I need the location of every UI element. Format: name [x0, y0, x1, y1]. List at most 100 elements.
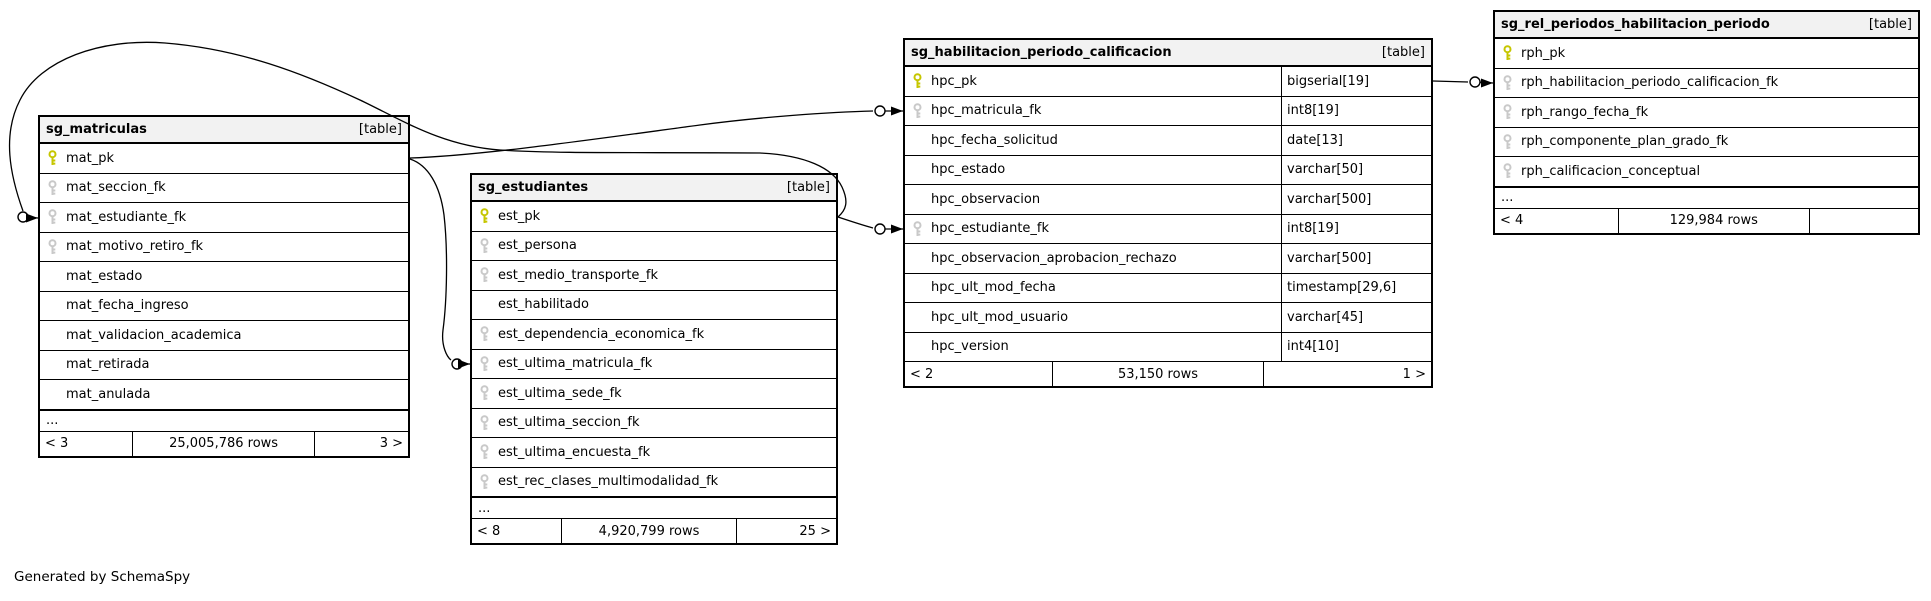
column-name: est_ultima_matricula_fk [498, 356, 653, 372]
column-name-cell: hpc_fecha_solicitud [905, 126, 1281, 155]
foreign-key-icon [913, 102, 922, 118]
hidden-columns-ellipsis: ... [472, 497, 836, 519]
column-name: hpc_estado [931, 162, 1006, 178]
foreign-key-icon [480, 326, 489, 342]
column-name: hpc_estudiante_fk [931, 221, 1050, 237]
column-name: rph_rango_fecha_fk [1521, 104, 1649, 120]
hidden-columns-ellipsis: ... [40, 409, 408, 432]
foreign-key-icon [48, 179, 57, 195]
footer-parent-degree: < 3 [45, 436, 69, 451]
table-sg_rel_periodos_habilitacion_periodo: sg_rel_periodos_habilitacion_periodo[tab… [1493, 10, 1920, 235]
column-name: est_rec_clases_multimodalidad_fk [498, 474, 719, 490]
table-name[interactable]: sg_estudiantes [478, 180, 589, 195]
column-name: est_ultima_encuesta_fk [498, 444, 651, 460]
edge-circle-terminator [451, 358, 463, 370]
column-name-cell: est_medio_transporte_fk [472, 261, 836, 290]
empty-key-slot [47, 357, 58, 373]
column-row-mat_motivo_retiro_fk: mat_motivo_retiro_fk [40, 233, 408, 262]
column-row-mat_seccion_fk: mat_seccion_fk [40, 174, 408, 203]
table-name[interactable]: sg_habilitacion_periodo_calificacion [911, 45, 1172, 60]
table-type-badge: [table] [1381, 45, 1425, 60]
foreign-key-icon [48, 238, 57, 254]
column-name: mat_anulada [66, 386, 151, 402]
foreign-key-icon [1503, 104, 1512, 120]
edge-arrowhead [891, 224, 903, 234]
foreign-key-icon [480, 237, 489, 253]
primary-key-icon [48, 150, 57, 166]
column-name-cell: est_habilitado [472, 291, 836, 320]
column-name-cell: hpc_pk [905, 67, 1281, 96]
edge-circle-terminator [17, 211, 29, 223]
table-name[interactable]: sg_matriculas [46, 122, 147, 137]
edge-arrowhead [458, 359, 470, 369]
column-name: mat_fecha_ingreso [66, 298, 189, 314]
fk-key-slot [479, 267, 490, 283]
empty-key-slot [912, 339, 923, 355]
column-type: varchar[500] [1281, 185, 1431, 214]
table-sg_habilitacion_periodo_calificacion: sg_habilitacion_periodo_calificacion [tab… [903, 38, 1433, 388]
hidden-columns-ellipsis: ... [1495, 186, 1918, 209]
fk-key-slot [47, 238, 58, 255]
foreign-key-icon [913, 220, 922, 236]
column-name-cell: hpc_estudiante_fk [905, 215, 1281, 244]
column-row-est_ultima_matricula_fk: est_ultima_matricula_fk [472, 350, 836, 379]
column-name-cell: est_ultima_encuesta_fk [472, 438, 836, 467]
empty-key-slot [912, 191, 923, 207]
table-type-badge: [table] [358, 122, 402, 137]
footer-parent-degree: < 2 [910, 366, 934, 382]
column-row-est_medio_transporte_fk: est_medio_transporte_fk [472, 261, 836, 291]
table-name[interactable]: sg_rel_periodos_habilitacion_periodo [1501, 17, 1770, 32]
column-name: est_ultima_sede_fk [498, 385, 622, 401]
column-name: rph_calificacion_conceptual [1521, 163, 1701, 179]
foreign-key-icon [1503, 163, 1512, 179]
pk-key-slot [912, 73, 923, 89]
footer-child-degree [1808, 208, 1918, 233]
column-name: est_dependencia_economica_fk [498, 326, 705, 342]
column-name-cell: hpc_observacion [905, 185, 1281, 214]
column-name: mat_validacion_academica [66, 327, 242, 343]
column-name: mat_estado [66, 268, 143, 284]
column-name: est_medio_transporte_fk [498, 267, 659, 283]
column-name-cell: mat_fecha_ingreso [40, 292, 408, 321]
column-name-cell: mat_validacion_academica [40, 321, 408, 350]
column-name-cell: est_dependencia_economica_fk [472, 320, 836, 349]
footer-row-count: 4,920,799 rows [561, 519, 736, 543]
foreign-key-icon [480, 444, 489, 460]
edge-rph-habilitacion-fk [1432, 76, 1494, 88]
column-row-rph_rango_fecha_fk: rph_rango_fecha_fk [1495, 98, 1918, 128]
table-header: sg_habilitacion_periodo_calificacion [tab… [905, 40, 1431, 67]
column-name: hpc_ult_mod_fecha [931, 280, 1056, 296]
fk-key-slot [1502, 104, 1513, 120]
empty-key-slot [912, 309, 923, 325]
column-name-cell: hpc_matricula_fk [905, 97, 1281, 126]
column-row-est_ultima_sede_fk: est_ultima_sede_fk [472, 379, 836, 409]
empty-key-slot [912, 132, 923, 148]
column-row-est_persona: est_persona [472, 232, 836, 261]
column-name: mat_retirada [66, 357, 150, 373]
fk-key-slot [479, 444, 490, 460]
footer-row-count: 25,005,786 rows [132, 431, 314, 456]
column-name-cell: hpc_version [905, 333, 1281, 362]
column-name: hpc_pk [931, 73, 977, 89]
fk-key-slot [1502, 163, 1513, 179]
column-row-est_habilitado: est_habilitado [472, 291, 836, 320]
column-name-cell: hpc_estado [905, 156, 1281, 185]
column-row-mat_estado: mat_estado [40, 262, 408, 292]
empty-key-slot [912, 162, 923, 178]
column-row-est_ultima_encuesta_fk: est_ultima_encuesta_fk [472, 438, 836, 468]
fk-key-slot [479, 326, 490, 342]
fk-key-slot [479, 355, 490, 372]
column-type: date[13] [1281, 126, 1431, 155]
empty-key-slot [912, 250, 923, 266]
column-name: rph_componente_plan_grado_fk [1521, 134, 1729, 150]
foreign-key-icon [480, 385, 489, 401]
